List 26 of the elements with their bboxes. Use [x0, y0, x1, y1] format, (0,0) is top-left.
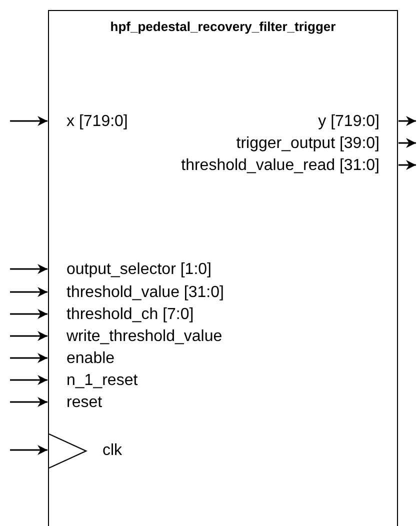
input-port-label: x [719:0]: [48, 113, 128, 131]
port-arrow: [398, 116, 416, 126]
input-port-label: enable: [48, 350, 115, 368]
port-arrow: [10, 116, 48, 126]
input-port-label: output_selector [1:0]: [48, 261, 212, 279]
port-arrow: [10, 287, 48, 297]
port-arrow: [10, 445, 48, 455]
port-arrow: [10, 397, 48, 407]
output-port-label: threshold_value_read [31:0]: [181, 157, 398, 175]
input-port-label: write_threshold_value: [48, 328, 222, 346]
output-port-label: y [719:0]: [318, 113, 398, 131]
input-port-label: clk: [102, 442, 122, 460]
port-arrow: [398, 160, 416, 170]
module-block: [48, 10, 398, 526]
input-port-label: n_1_reset: [48, 372, 138, 390]
port-arrow: [10, 375, 48, 385]
output-port-label: trigger_output [39:0]: [236, 135, 398, 153]
input-port-label: reset: [48, 394, 102, 412]
port-arrow: [398, 138, 416, 148]
module-title: hpf_pedestal_recovery_filter_trigger: [109, 19, 337, 34]
port-arrow: [10, 353, 48, 363]
input-port-label: threshold_ch [7:0]: [48, 306, 194, 324]
port-arrow: [10, 309, 48, 319]
port-arrow: [10, 264, 48, 274]
input-port-label: threshold_value [31:0]: [48, 284, 224, 302]
port-arrow: [10, 331, 48, 341]
